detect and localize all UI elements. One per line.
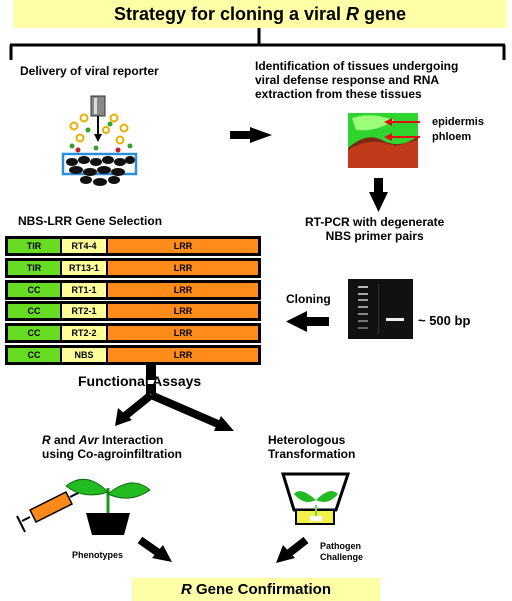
heterologous-label: Heterologous Transformation <box>268 433 356 461</box>
gene-name: RT13-1 <box>62 261 106 275</box>
gene-domain: CC <box>8 283 60 297</box>
arrow-phenotypes <box>137 536 172 562</box>
gene-domain: CC <box>8 326 60 340</box>
delivery-label: Delivery of viral reporter <box>20 64 159 78</box>
gene-row: CC RT1-1 LRR <box>5 280 261 300</box>
fluorescence-image <box>348 113 420 168</box>
identification-label: Identification of tissues undergoing vir… <box>255 59 459 101</box>
gene-lrr: LRR <box>108 304 258 318</box>
gel-image <box>348 279 413 339</box>
plant-in-culture-icon <box>280 472 351 525</box>
phenotypes-label: Phenotypes <box>72 550 124 560</box>
gene-domain: CC <box>8 304 60 318</box>
gene-row: TIR RT4-4 LRR <box>5 236 261 256</box>
functional-assays-heading: Functional Assays <box>78 373 202 389</box>
top-bracket <box>9 28 506 60</box>
arrow-assays-stem <box>146 365 156 394</box>
gene-lrr: LRR <box>108 261 258 275</box>
gene-domain: TIR <box>8 239 60 253</box>
gene-name: RT2-1 <box>62 304 106 318</box>
particle-delivery-device <box>61 95 138 186</box>
pathogen-challenge-label: Pathogen Challenge <box>320 541 364 562</box>
gene-lrr: LRR <box>108 239 258 253</box>
coinfiltration-label: R and Avr Interaction using Co-agroinfil… <box>42 433 182 461</box>
arrow-to-heterologous <box>149 391 234 431</box>
syringe-icon <box>16 489 85 533</box>
diagram-title: Strategy for cloning a viral R gene <box>13 0 507 28</box>
gene-domain: TIR <box>8 261 60 275</box>
gene-row: CC RT2-1 LRR <box>5 301 261 321</box>
potted-plant-icon <box>65 478 151 535</box>
gene-row: CC NBS LRR <box>5 345 261 365</box>
rtpcr-label: RT-PCR with degenerate NBS primer pairs <box>305 215 445 243</box>
gene-row: TIR RT13-1 LRR <box>5 258 261 278</box>
gene-name: RT1-1 <box>62 283 106 297</box>
gene-name: NBS <box>62 348 106 362</box>
gene-name: RT4-4 <box>62 239 106 253</box>
arrow-down-to-rtpcr <box>369 178 388 212</box>
selection-heading: NBS-LRR Gene Selection <box>18 214 163 228</box>
phloem-label: phloem <box>432 131 472 143</box>
arrow-to-coinfiltration <box>115 391 154 426</box>
arrow-pathogen <box>276 536 309 563</box>
arrow-to-identification <box>230 127 272 143</box>
band-size-label: ~ 500 bp <box>418 313 471 328</box>
gene-row: CC RT2-2 LRR <box>5 323 261 343</box>
gene-lrr: LRR <box>108 283 258 297</box>
arrow-cloning-left <box>286 311 329 332</box>
gene-domain: CC <box>8 348 60 362</box>
gene-lrr: LRR <box>108 326 258 340</box>
gene-name: RT2-2 <box>62 326 106 340</box>
cloning-label: Cloning <box>286 292 331 306</box>
confirmation-box: R Gene Confirmation <box>132 578 380 601</box>
gene-lrr: LRR <box>108 348 258 362</box>
epidermis-label: epidermis <box>432 116 484 128</box>
